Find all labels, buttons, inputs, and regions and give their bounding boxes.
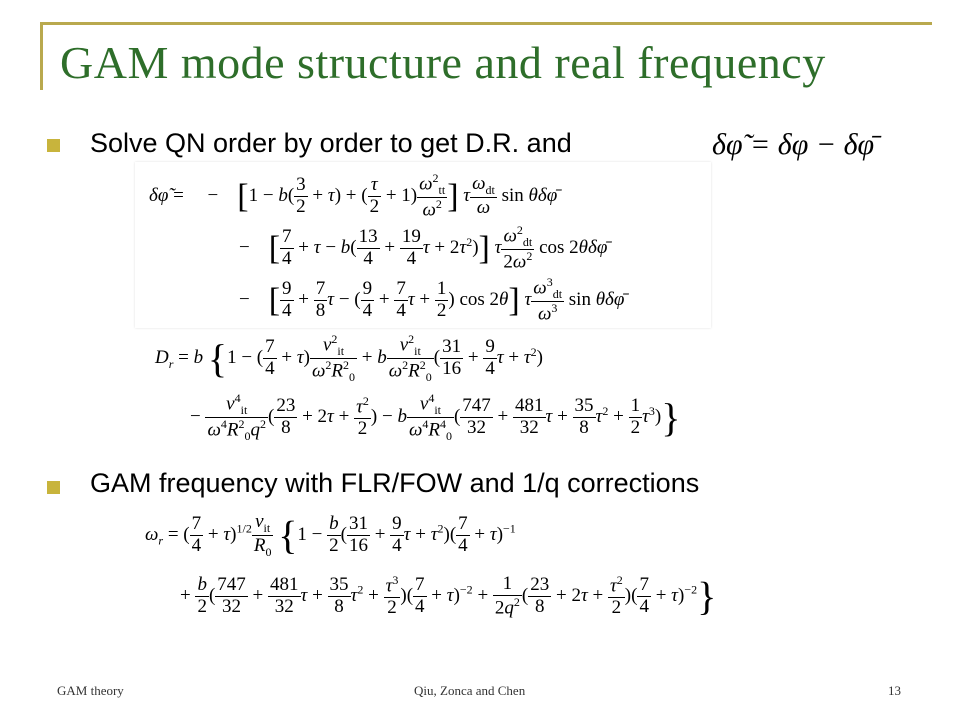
footer-center: Qiu, Zonca and Chen [414, 683, 526, 698]
footer-left: GAM theory [57, 683, 124, 698]
inline-formula: δφ̃ = δφ − δφ̄ [712, 128, 875, 161]
slide-title: GAM mode structure and real frequency [60, 37, 826, 88]
bullet-marker-1 [47, 139, 60, 152]
bullet-text-2: GAM frequency with FLR/FOW and 1/q corre… [90, 468, 700, 498]
title-frame-top-rule [40, 22, 932, 25]
bullet-text-1: Solve QN order by order to get D.R. and [90, 128, 572, 158]
footer-page-number: 13 [888, 683, 901, 698]
bullet-marker-2 [47, 481, 60, 494]
title-frame-left-rule [40, 22, 43, 90]
